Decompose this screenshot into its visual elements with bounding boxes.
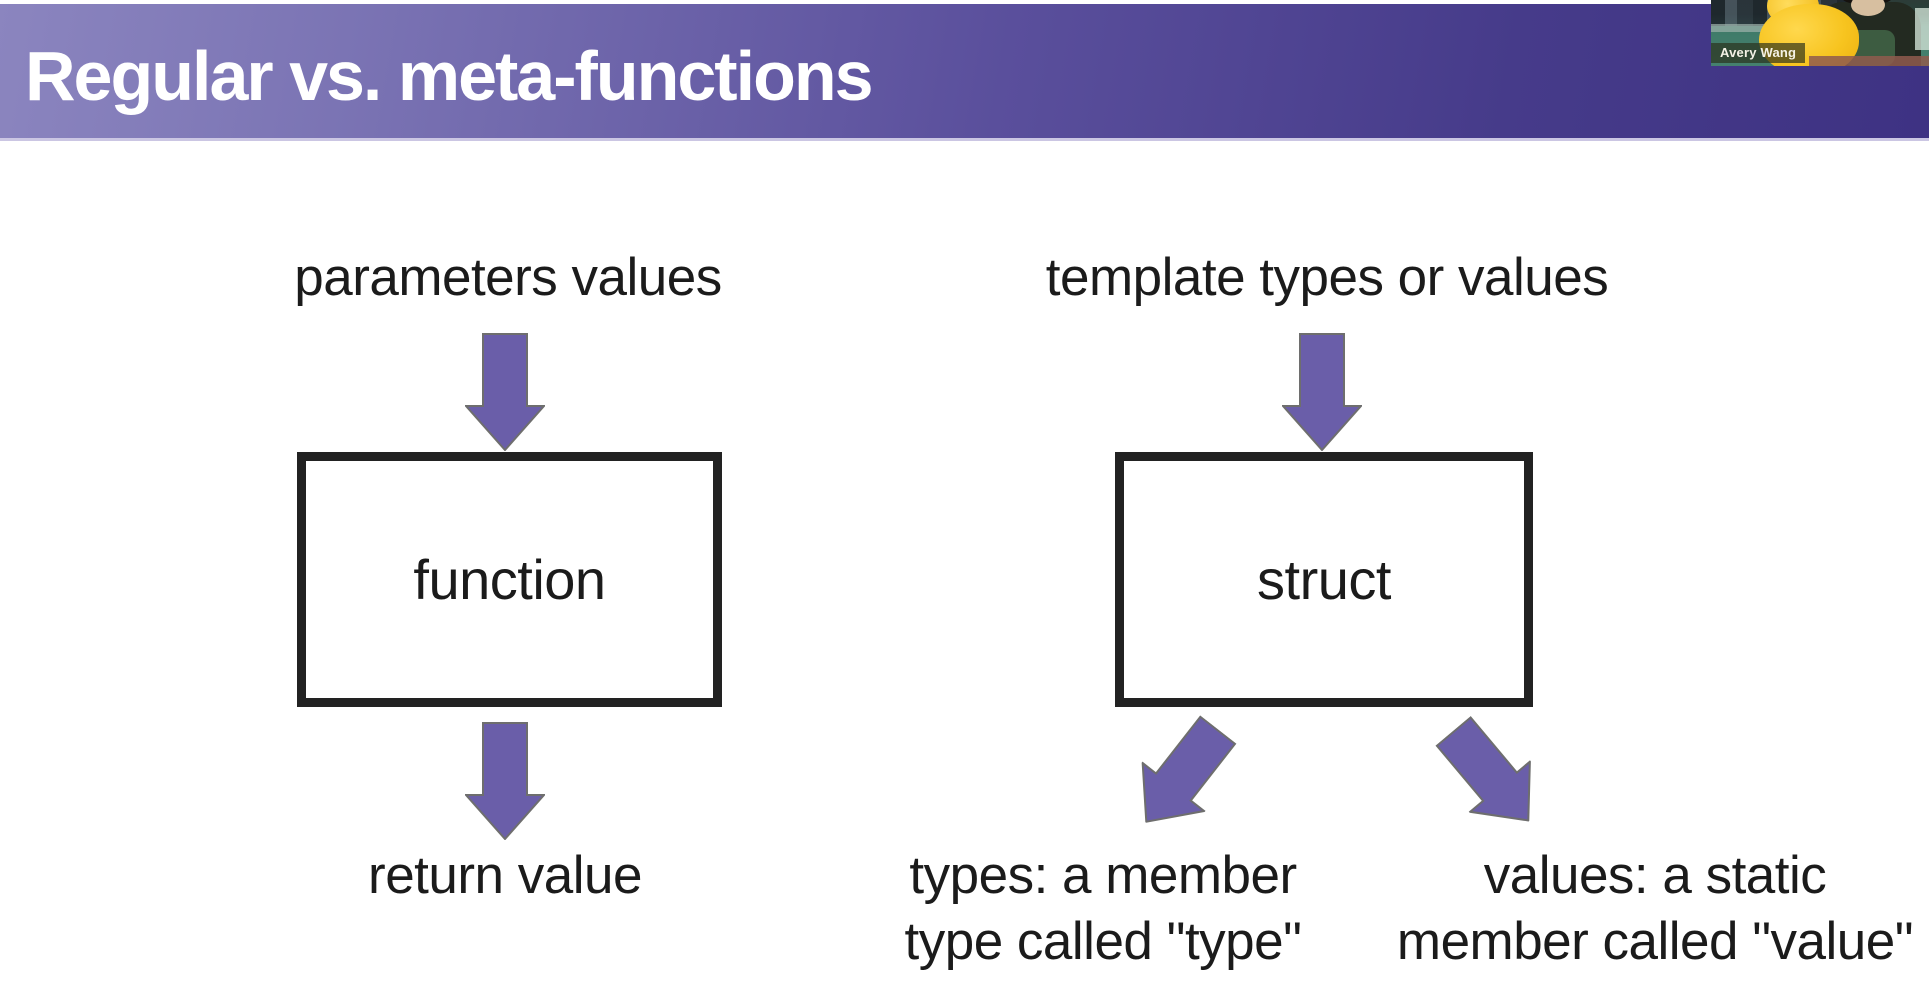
webcam-overlay[interactable]: Avery Wang [1711,0,1929,66]
webcam-background-sky [1915,8,1929,50]
function-box-label: function [413,548,606,611]
struct-output-types-label: types: a member type called "type" [803,843,1403,975]
struct-box: struct [1115,452,1533,707]
struct-input-label: template types or values [1045,248,1609,307]
function-input-label: parameters values [294,248,722,307]
person-face [1851,0,1885,16]
struct-output-values-line1: values: a static [1483,846,1827,905]
down-right-arrow-icon [1422,705,1559,847]
down-left-arrow-icon [1114,705,1250,847]
struct-box-label: struct [1257,548,1391,611]
slide-header-bar: Regular vs. meta-functions [0,4,1929,141]
struct-output-types-line2: type called "type" [904,912,1302,971]
webcam-background-rail [1809,56,1929,66]
function-output-label: return value [368,846,642,905]
down-arrow-icon [465,722,545,840]
down-arrow-icon [1282,333,1362,451]
function-box: function [297,452,722,707]
down-arrow-icon [465,333,545,451]
struct-output-types-line1: types: a member [909,846,1297,905]
struct-output-values-label: values: a static member called "value" [1355,843,1929,975]
slide-title: Regular vs. meta-functions [25,37,874,115]
struct-output-values-line2: member called "value" [1396,912,1914,971]
webcam-name-label: Avery Wang [1711,43,1806,63]
